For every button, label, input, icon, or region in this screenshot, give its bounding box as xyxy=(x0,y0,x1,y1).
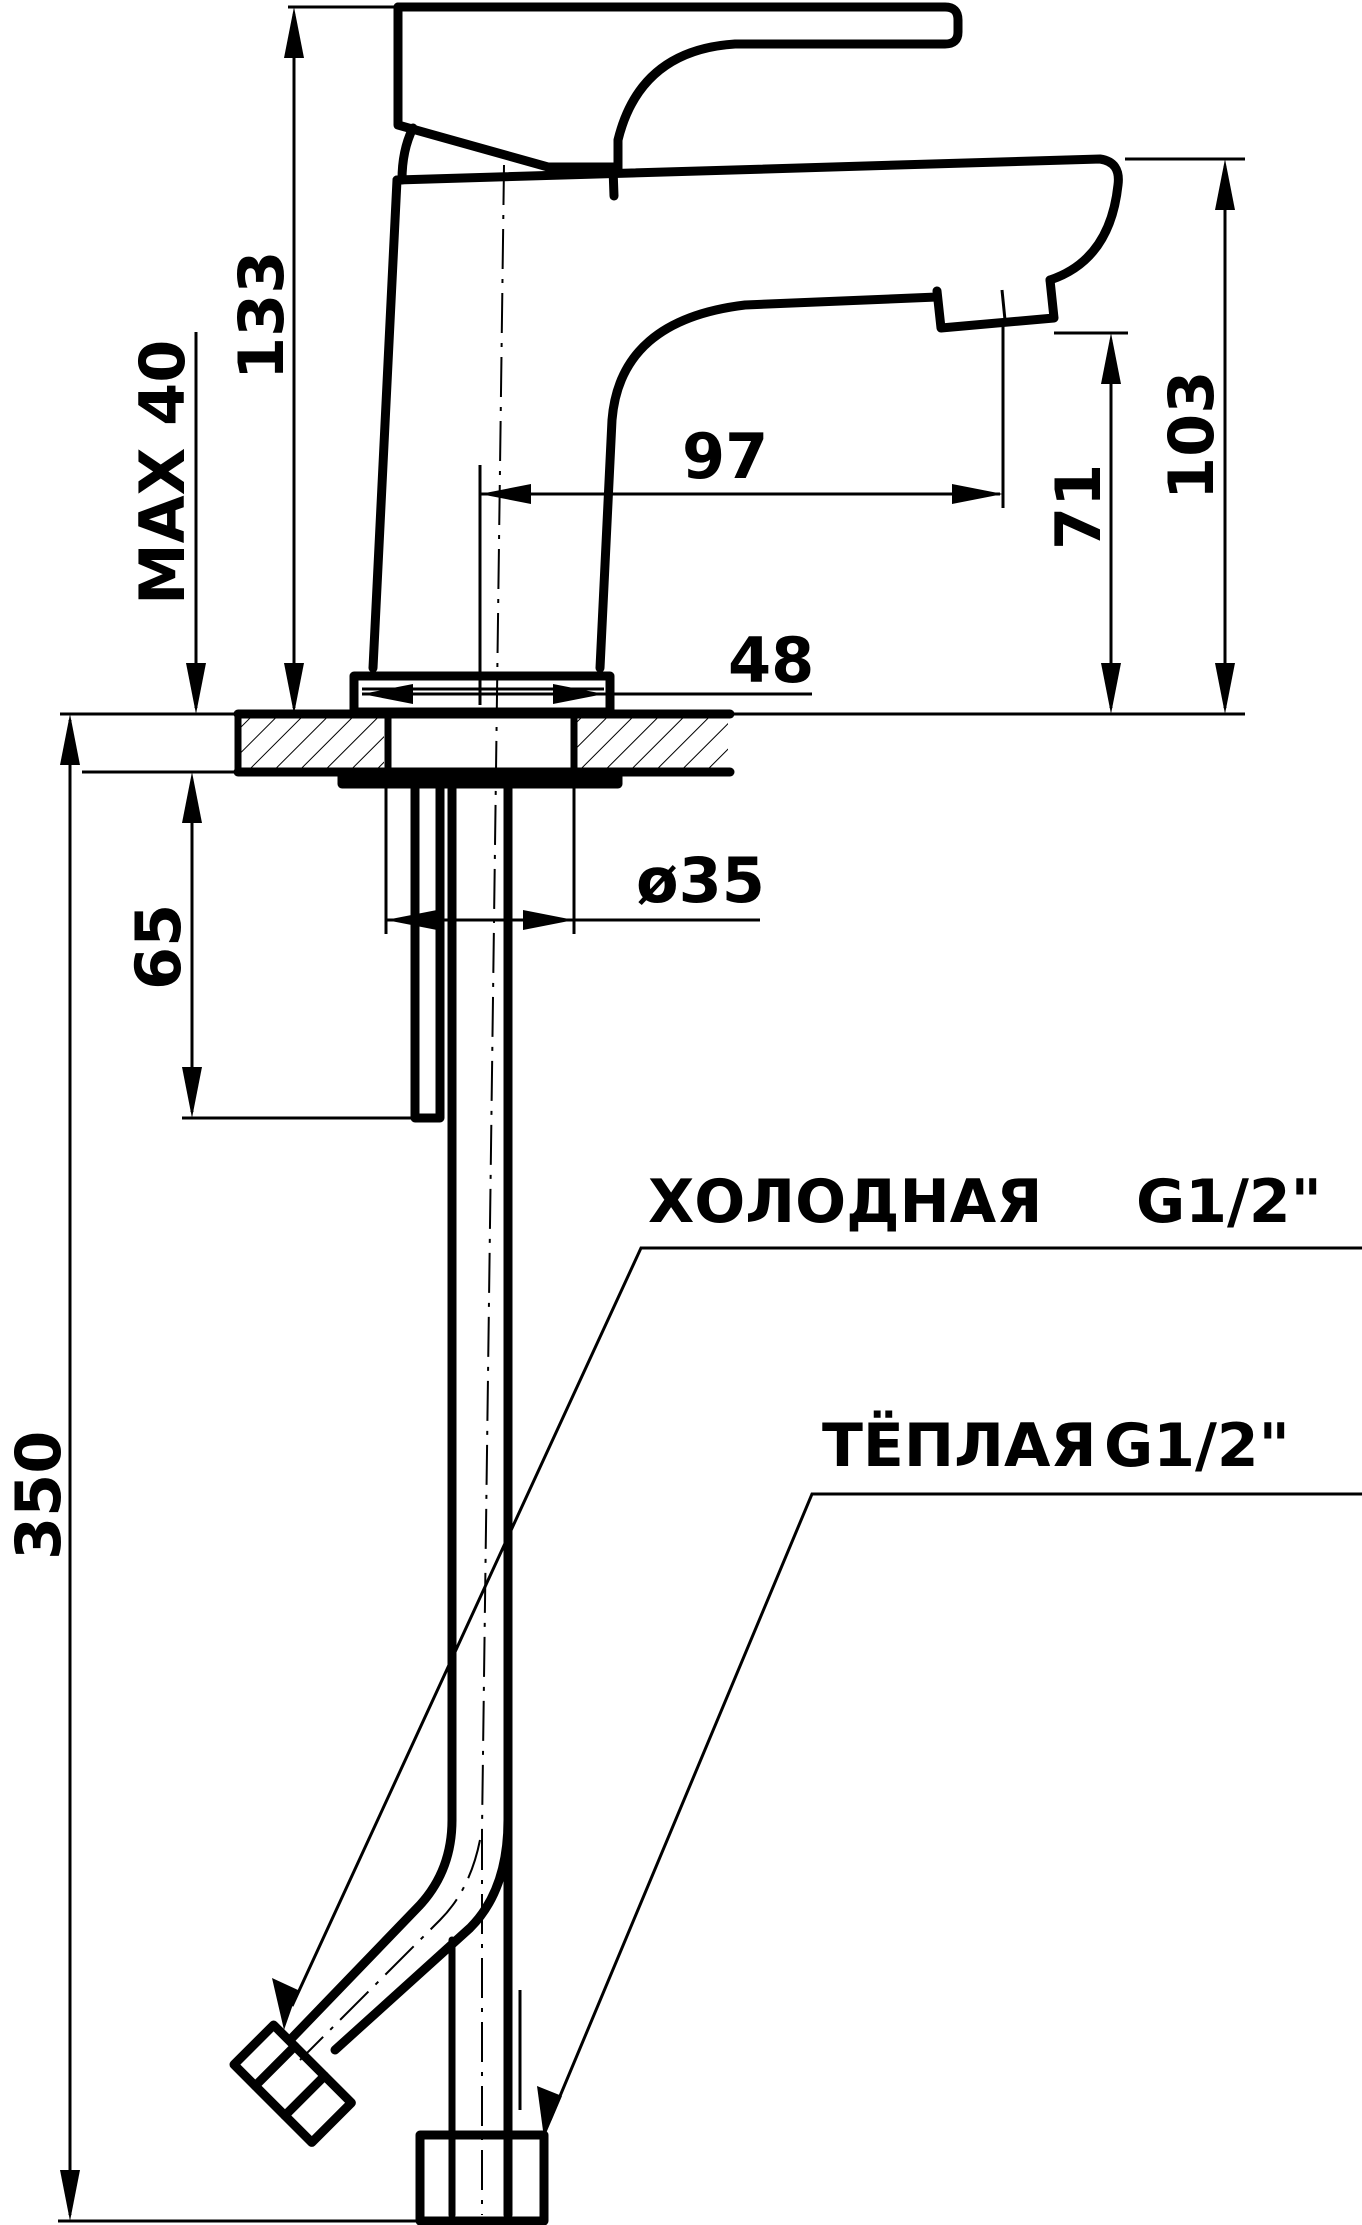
dim-133: 133 xyxy=(225,5,398,714)
shank-and-hoses xyxy=(229,164,576,2225)
callout-warm-thread: G1/2" xyxy=(1104,1411,1290,1481)
callout-cold-thread: G1/2" xyxy=(1136,1167,1322,1237)
dim-diameter-35-label: ø35 xyxy=(636,844,765,917)
mounting-deck xyxy=(233,709,735,789)
dim-350: 350 xyxy=(2,714,420,2223)
dim-133-label: 133 xyxy=(225,251,298,380)
dim-48: 48 xyxy=(362,624,814,704)
dim-65-label: 65 xyxy=(122,904,195,990)
dim-71-label: 71 xyxy=(1042,464,1115,550)
dim-103: 103 xyxy=(730,157,1245,716)
callout-cold-label: ХОЛОДНАЯ xyxy=(648,1167,1042,1237)
dim-48-label: 48 xyxy=(728,624,814,697)
dim-350-label: 350 xyxy=(2,1431,75,1560)
dim-65: 65 xyxy=(122,772,415,1120)
callout-warm: ТЁПЛАЯ G1/2" xyxy=(537,1409,1362,2138)
faucet-body xyxy=(368,154,1123,673)
dim-103-label: 103 xyxy=(1155,371,1228,500)
dim-97: 97 xyxy=(478,320,1005,705)
aerator xyxy=(932,275,1059,333)
dim-diameter-35: ø35 xyxy=(386,844,765,930)
dim-max-40: MAX 40 xyxy=(60,332,238,774)
dim-97-label: 97 xyxy=(682,420,768,493)
dim-max-40-label: MAX 40 xyxy=(126,340,199,605)
callout-warm-label: ТЁПЛАЯ xyxy=(822,1409,1097,1481)
dim-71: 71 xyxy=(1042,331,1128,714)
callout-cold: ХОЛОДНАЯ G1/2" xyxy=(272,1167,1362,2030)
